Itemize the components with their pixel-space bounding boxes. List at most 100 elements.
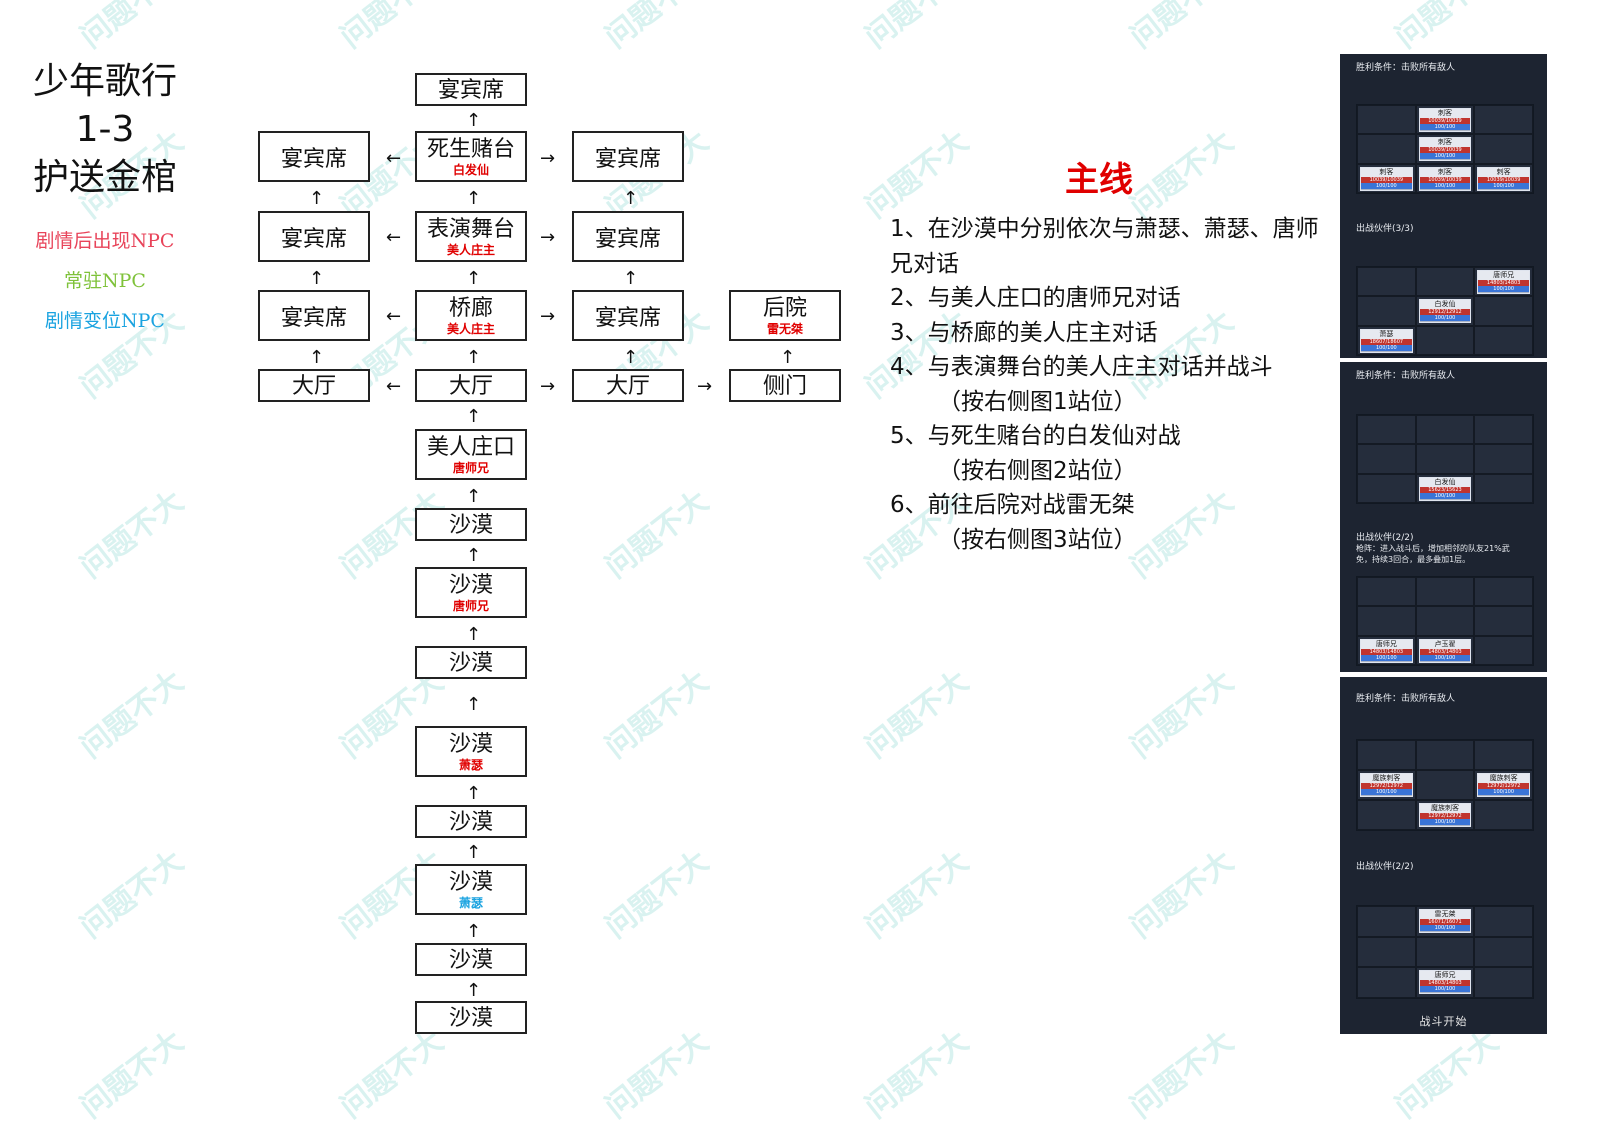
unit-mp: 100/100 bbox=[1361, 654, 1412, 661]
grid-cell[interactable] bbox=[1474, 105, 1533, 135]
arrow-up-icon: ↑ bbox=[466, 347, 482, 368]
grid-cell[interactable] bbox=[1474, 936, 1533, 968]
grid-cell[interactable] bbox=[1474, 906, 1533, 937]
node-label: 大厅 bbox=[291, 374, 336, 399]
step-text: 1、在沙漠中分别依次与萧瑟、萧瑟、唐师 bbox=[890, 216, 1319, 242]
unit-name: 刺客 bbox=[1478, 167, 1529, 177]
arrow-up-icon: ↑ bbox=[466, 268, 482, 289]
grid-cell[interactable] bbox=[1415, 267, 1475, 297]
node-banquet-top: 宴宾席 bbox=[415, 73, 527, 106]
grid-cell[interactable] bbox=[1357, 906, 1416, 937]
grid-cell[interactable] bbox=[1357, 577, 1416, 607]
node-right-banquet-1: 宴宾席 bbox=[572, 131, 684, 182]
battle-start-button[interactable]: 战斗开始 bbox=[1419, 1015, 1468, 1028]
grid-cell[interactable] bbox=[1357, 473, 1416, 503]
grid-cell[interactable] bbox=[1474, 134, 1533, 164]
grid-cell[interactable] bbox=[1357, 740, 1416, 770]
legend-resident-npc: 常驻NPC bbox=[64, 270, 146, 292]
grid-cell[interactable] bbox=[1474, 635, 1533, 665]
node-label: 死生赌台 bbox=[426, 137, 515, 162]
watermark-text: 问题不大 bbox=[1124, 664, 1241, 766]
grid-cell[interactable] bbox=[1357, 296, 1416, 326]
grid-cell[interactable] bbox=[1474, 800, 1533, 830]
grid-cell[interactable] bbox=[1474, 577, 1533, 607]
grid-cell[interactable] bbox=[1474, 415, 1533, 445]
unit-name: 魔族刺客 bbox=[1419, 804, 1471, 813]
watermark-text: 问题不大 bbox=[599, 664, 716, 766]
grid-cell[interactable] bbox=[1415, 444, 1475, 474]
unit-mp: 100/100 bbox=[1419, 654, 1471, 661]
unit-hp: 16071/16071 bbox=[1419, 919, 1471, 925]
grid-cell[interactable] bbox=[1474, 444, 1533, 474]
grid-cell[interactable] bbox=[1415, 770, 1475, 800]
node-desert-5: 沙漠 bbox=[415, 805, 527, 838]
grid-cell[interactable] bbox=[1415, 936, 1475, 968]
grid-cell[interactable] bbox=[1474, 296, 1533, 326]
grid-cell[interactable] bbox=[1474, 325, 1533, 355]
grid-cell[interactable] bbox=[1415, 325, 1475, 355]
step-text: 4、与表演舞台的美人庄主对话并战斗 bbox=[890, 354, 1273, 380]
grid-cell[interactable] bbox=[1357, 267, 1416, 297]
node-hall-left: 大厅 bbox=[258, 369, 370, 402]
grid-cell[interactable] bbox=[1415, 606, 1475, 636]
node-label: 大厅 bbox=[448, 374, 493, 399]
grid-cell[interactable] bbox=[1415, 415, 1475, 445]
step-text: 6、前往后院对战雷无桀 bbox=[890, 492, 1135, 518]
grid-cell[interactable] bbox=[1357, 967, 1416, 998]
unit-hp: 14803/14803 bbox=[1419, 648, 1471, 655]
grid-cell[interactable] bbox=[1474, 740, 1533, 770]
arrow-up-icon: ↑ bbox=[466, 921, 482, 942]
grid-cell[interactable] bbox=[1357, 105, 1416, 135]
watermark-text: 问题不大 bbox=[859, 124, 976, 226]
grid-cell[interactable] bbox=[1357, 134, 1416, 164]
grid-cell[interactable] bbox=[1415, 740, 1475, 770]
unit-mp: 100/100 bbox=[1478, 789, 1529, 795]
grid-cell[interactable] bbox=[1357, 606, 1416, 636]
grid-cell[interactable] bbox=[1357, 800, 1416, 830]
grid-cell[interactable] bbox=[1474, 473, 1533, 503]
grid-cell[interactable] bbox=[1357, 444, 1416, 474]
grid-cell[interactable] bbox=[1474, 606, 1533, 636]
grid-cell[interactable] bbox=[1474, 967, 1533, 998]
unit-mp: 100/100 bbox=[1419, 315, 1471, 322]
grid-cell[interactable] bbox=[1357, 415, 1416, 445]
grid-cell[interactable] bbox=[1415, 577, 1475, 607]
unit-name: 雷无桀 bbox=[1419, 910, 1471, 919]
unit-mp: 100/100 bbox=[1419, 124, 1471, 130]
grid-cell[interactable] bbox=[1357, 936, 1416, 968]
